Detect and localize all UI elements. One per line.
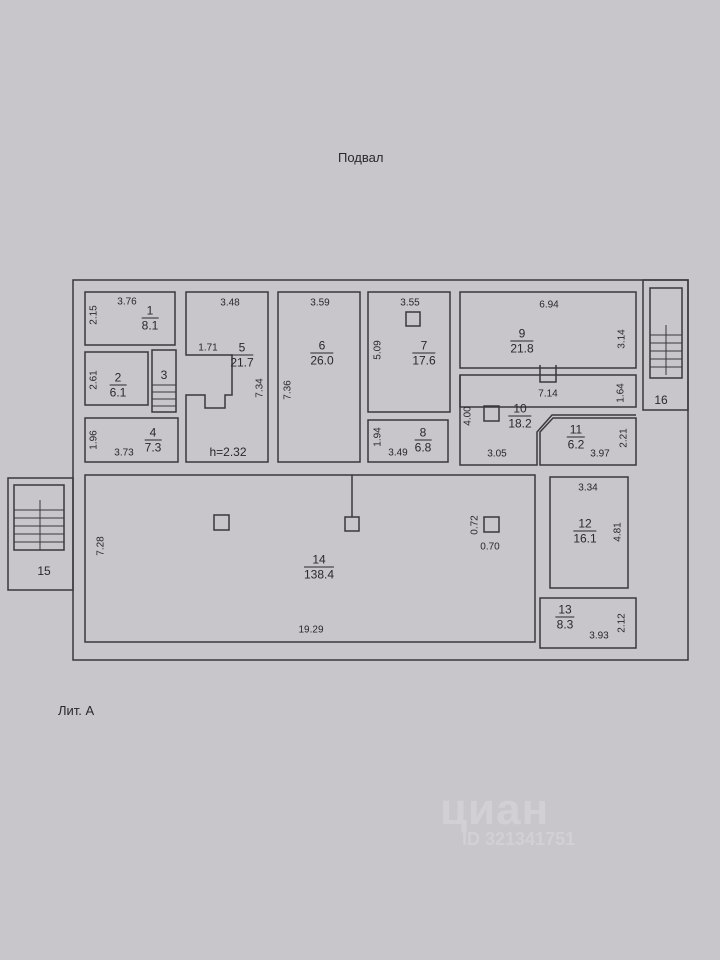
dimension: 0.72: [469, 515, 481, 535]
watermark-logo: циан: [440, 785, 550, 834]
room-label: 3: [160, 368, 168, 382]
dimension: 3.48: [220, 297, 240, 309]
room-9-outline: [459, 291, 637, 369]
watermark-id: ID 321341751: [462, 829, 576, 849]
litera-label: Лит. А: [58, 703, 95, 718]
stair-treads: [14, 325, 682, 550]
dimension: 1.94: [372, 427, 384, 447]
dimension: 3.76: [117, 296, 137, 308]
ceiling-height: h=2.32: [209, 445, 247, 459]
stair-block-15: [7, 477, 74, 591]
dimension: 1.64: [615, 383, 627, 403]
dimension: 19.29: [298, 624, 324, 636]
dimension: 2.12: [616, 613, 628, 633]
dimension: 7.34: [254, 378, 266, 398]
room-12-outline: [549, 476, 629, 589]
column-icon: [483, 405, 500, 422]
dimension: 3.14: [616, 329, 628, 349]
dimension: 3.73: [114, 447, 134, 459]
stair-16-outline: [649, 287, 683, 379]
dimension: 7.14: [538, 388, 558, 400]
column-icon: [213, 514, 230, 531]
dimension: 0.70: [480, 541, 500, 553]
room-10-outline: [459, 375, 636, 466]
room-3-outline: [151, 349, 177, 413]
dimension: 1.96: [88, 430, 100, 450]
dimension: 1.71: [198, 342, 218, 354]
outer-wall: [72, 279, 689, 661]
dimension: 7.36: [282, 380, 294, 400]
room-5-outline: [185, 291, 269, 463]
dimension: 2.21: [618, 428, 630, 448]
column-icon: [483, 516, 500, 533]
dimension: 6.94: [539, 299, 559, 311]
page-title: Подвал: [338, 150, 384, 165]
dimension: 3.93: [589, 630, 609, 642]
dimension: 3.97: [590, 448, 610, 460]
dimension: 2.15: [88, 305, 100, 325]
stair-block-16: [642, 279, 689, 411]
room-4-outline: [84, 417, 179, 463]
room-11-outline: [539, 417, 637, 466]
dimension: 4.00: [462, 406, 474, 426]
room-label: 15: [37, 564, 51, 578]
dimension: 5.09: [372, 340, 384, 360]
room-2-outline: [84, 351, 149, 406]
room-7-outline: [367, 291, 451, 413]
column-icon: [405, 311, 421, 327]
column-icon: [344, 516, 360, 532]
dimension: 3.05: [487, 448, 507, 460]
dimension: 7.28: [95, 536, 107, 556]
dimension: 3.49: [388, 447, 408, 459]
room-13-outline: [539, 597, 637, 649]
dimension: 2.61: [88, 370, 100, 390]
room-14-outline: [84, 474, 536, 643]
room-6-outline: [277, 291, 361, 463]
dimension: 4.81: [612, 522, 624, 542]
room-1-outline: [84, 291, 176, 346]
room-label: 16: [654, 393, 668, 407]
dimension: 3.59: [310, 297, 330, 309]
dimension: 3.34: [578, 482, 598, 494]
room-8-outline: [367, 419, 449, 463]
dimension: 3.55: [400, 297, 420, 309]
watermark: циан ID 321341751: [440, 785, 575, 850]
